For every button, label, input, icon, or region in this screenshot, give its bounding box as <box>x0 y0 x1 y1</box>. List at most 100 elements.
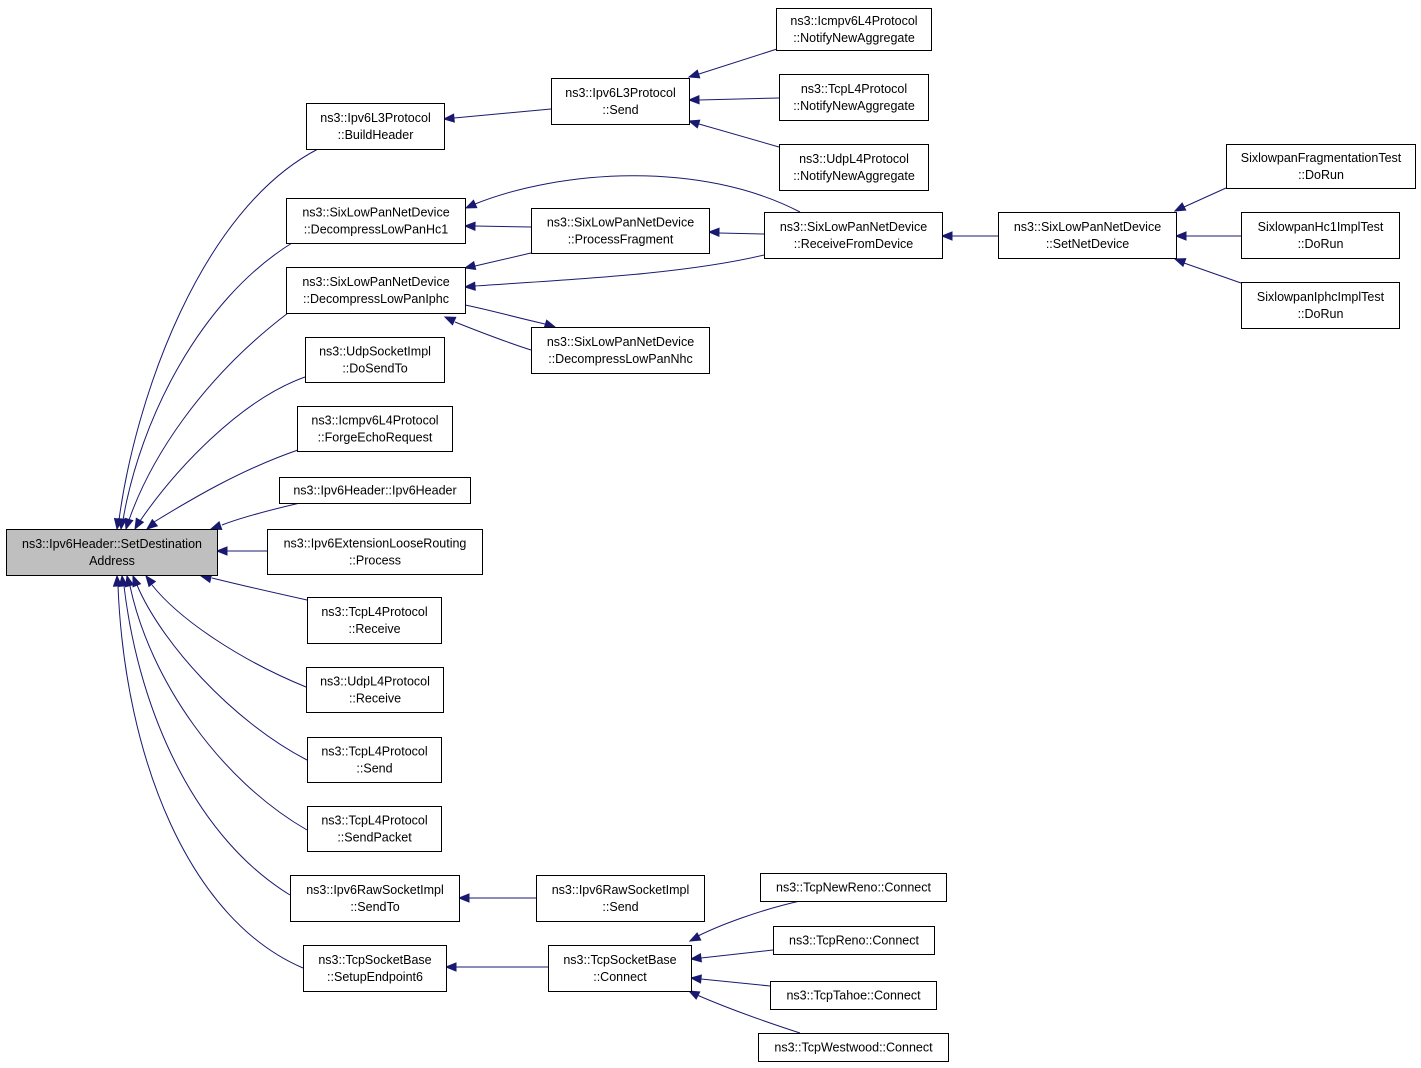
node-icmpv6-notify[interactable]: ns3::Icmpv6L4Protocol::NotifyNewAggregat… <box>776 8 932 51</box>
edge-line <box>718 232 765 235</box>
node-udpl4-receive[interactable]: ns3::UdpL4Protocol::Receive <box>306 667 444 713</box>
arrowhead <box>444 962 457 972</box>
node-tcpsock-connect[interactable]: ns3::TcpSocketBase::Connect <box>548 945 692 992</box>
edge-icmpv6-notify-to-ipv6l3-send <box>687 48 778 79</box>
node-label-line: ns3::TcpNewReno::Connect <box>776 881 931 895</box>
node-reno-connect[interactable]: ns3::TcpReno::Connect <box>773 926 935 955</box>
edge-line <box>153 449 299 523</box>
node-box <box>307 806 442 852</box>
arrowhead <box>124 517 134 531</box>
node-box <box>758 1033 949 1062</box>
edge-line <box>1183 187 1227 208</box>
edge-icmpv6-forge-to-root <box>145 449 299 530</box>
edge-tcpsock-setup-to-root <box>112 574 304 969</box>
edge-slpnd-recv-to-slpnd-iphc <box>463 254 765 291</box>
edge-udpl4-notify-to-ipv6l3-send <box>687 119 780 148</box>
node-tahoe-connect[interactable]: ns3::TcpTahoe::Connect <box>770 981 937 1010</box>
edge-tahoe-connect-to-tcpsock-connect <box>689 974 771 987</box>
node-label-line: ::NotifyNewAggregate <box>793 31 915 45</box>
node-six-iphctest[interactable]: SixlowpanIphcImplTest::DoRun <box>1241 282 1400 329</box>
edge-line <box>474 225 532 228</box>
node-ipv6l3-buildheader[interactable]: ns3::Ipv6L3Protocol::BuildHeader <box>306 103 445 150</box>
node-label-line: ns3::SixLowPanNetDevice <box>547 216 694 230</box>
node-tcpl4-sendpacket[interactable]: ns3::TcpL4Protocol::SendPacket <box>307 806 442 852</box>
node-tcpl4-send[interactable]: ns3::TcpL4Protocol::Send <box>307 737 442 783</box>
node-label-line: ::Receive <box>349 692 401 706</box>
node-label-line: ns3::Ipv6L3Protocol <box>320 111 431 125</box>
edge-tcpl4-sendpacket-to-root <box>124 574 308 831</box>
arrowhead <box>940 231 953 241</box>
edge-line <box>474 175 801 213</box>
node-label-line: ::DecompressLowPanNhc <box>548 352 693 366</box>
node-label-line: ns3::SixLowPanNetDevice <box>1014 220 1161 234</box>
node-box <box>776 8 932 51</box>
node-label-line: ns3::Ipv6RawSocketImpl <box>552 883 690 897</box>
node-six-fragtest[interactable]: SixlowpanFragmentationTest::DoRun <box>1226 144 1416 189</box>
node-ipv6header-ctor[interactable]: ns3::Ipv6Header::Ipv6Header <box>279 477 471 504</box>
arrowhead <box>443 316 457 326</box>
edge-slpnd-iphc-to-slpnd-nhc <box>464 304 557 329</box>
node-label-line: ns3::Ipv6RawSocketImpl <box>306 883 444 897</box>
edge-six-hc1test-to-slpnd-setnet <box>1174 231 1241 241</box>
node-box <box>279 477 471 504</box>
node-westwood-connect[interactable]: ns3::TcpWestwood::Connect <box>758 1033 949 1062</box>
node-label-line: ns3::Ipv6ExtensionLooseRouting <box>284 537 467 551</box>
node-tcpl4-notify[interactable]: ns3::TcpL4Protocol::NotifyNewAggregate <box>779 74 929 121</box>
node-box <box>548 945 692 992</box>
node-label-line: SixlowpanFragmentationTest <box>1241 151 1402 165</box>
node-label-line: ns3::Ipv6L3Protocol <box>565 86 676 100</box>
node-box <box>764 212 943 259</box>
node-ipv6l3-send[interactable]: ns3::Ipv6L3Protocol::Send <box>551 78 690 125</box>
node-box <box>306 667 444 713</box>
nodes-layer: ns3::Ipv6Header::SetDestinationAddressns… <box>6 8 1416 1062</box>
node-slpnd-nhc[interactable]: ns3::SixLowPanNetDevice::DecompressLowPa… <box>531 327 710 374</box>
node-slpnd-iphc[interactable]: ns3::SixLowPanNetDevice::DecompressLowPa… <box>286 267 466 314</box>
arrowhead <box>1173 258 1187 268</box>
node-slpnd-hc1[interactable]: ns3::SixLowPanNetDevice::DecompressLowPa… <box>286 198 466 244</box>
node-label-line: ns3::SixLowPanNetDevice <box>780 220 927 234</box>
node-udpl4-notify[interactable]: ns3::UdpL4Protocol::NotifyNewAggregate <box>779 144 929 191</box>
node-label-line: ::DoRun <box>1298 237 1344 251</box>
node-label-line: ns3::TcpSocketBase <box>563 953 676 967</box>
node-slpnd-procfrag[interactable]: ns3::SixLowPanNetDevice::ProcessFragment <box>531 208 710 254</box>
node-slpnd-recv[interactable]: ns3::SixLowPanNetDevice::ReceiveFromDevi… <box>764 212 943 259</box>
node-label-line: ::Receive <box>348 622 400 636</box>
node-ipv6raw-sendto[interactable]: ns3::Ipv6RawSocketImpl::SendTo <box>290 875 460 922</box>
edge-line <box>698 48 778 75</box>
arrowhead <box>215 546 228 556</box>
arrowhead <box>145 518 159 530</box>
arrowhead <box>145 574 157 588</box>
arrowhead <box>687 69 701 79</box>
node-ipv6raw-send[interactable]: ns3::Ipv6RawSocketImpl::Send <box>536 875 705 922</box>
edge-slpnd-procfrag-to-slpnd-hc1 <box>463 221 532 231</box>
node-tcpsock-setup[interactable]: ns3::TcpSocketBase::SetupEndpoint6 <box>303 945 447 992</box>
node-label-line: Address <box>89 554 135 568</box>
node-label-line: ::DoRun <box>1298 307 1344 321</box>
arrowhead <box>688 932 702 942</box>
arrowhead <box>118 574 128 587</box>
node-box <box>770 981 937 1010</box>
node-six-hc1test[interactable]: SixlowpanHc1ImplTest::DoRun <box>1241 212 1400 259</box>
arrowhead <box>687 119 701 129</box>
arrowhead <box>1173 202 1187 212</box>
node-tcpl4-receive[interactable]: ns3::TcpL4Protocol::Receive <box>307 597 442 644</box>
node-box <box>779 144 929 191</box>
node-label-line: ::NotifyNewAggregate <box>793 169 915 183</box>
edge-ipv6ext-process-to-root <box>215 546 267 556</box>
node-slpnd-setnet[interactable]: ns3::SixLowPanNetDevice::SetNetDevice <box>998 212 1177 259</box>
edge-line <box>211 577 308 601</box>
node-ipv6ext-process[interactable]: ns3::Ipv6ExtensionLooseRouting::Process <box>267 529 483 575</box>
node-icmpv6-forge[interactable]: ns3::Icmpv6L4Protocol::ForgeEchoRequest <box>297 406 453 452</box>
node-newreno-connect[interactable]: ns3::TcpNewReno::Connect <box>760 873 947 902</box>
node-box <box>305 337 445 383</box>
arrowhead <box>209 521 223 531</box>
node-box <box>760 873 947 902</box>
node-box <box>1241 212 1400 259</box>
edge-slpnd-recv-to-slpnd-hc1 <box>464 175 801 213</box>
node-udpsock-dosendto[interactable]: ns3::UdpSocketImpl::DoSendTo <box>305 337 445 383</box>
edge-line <box>136 584 308 761</box>
edge-tcpl4-receive-to-root <box>199 573 308 601</box>
arrowhead <box>689 974 702 984</box>
